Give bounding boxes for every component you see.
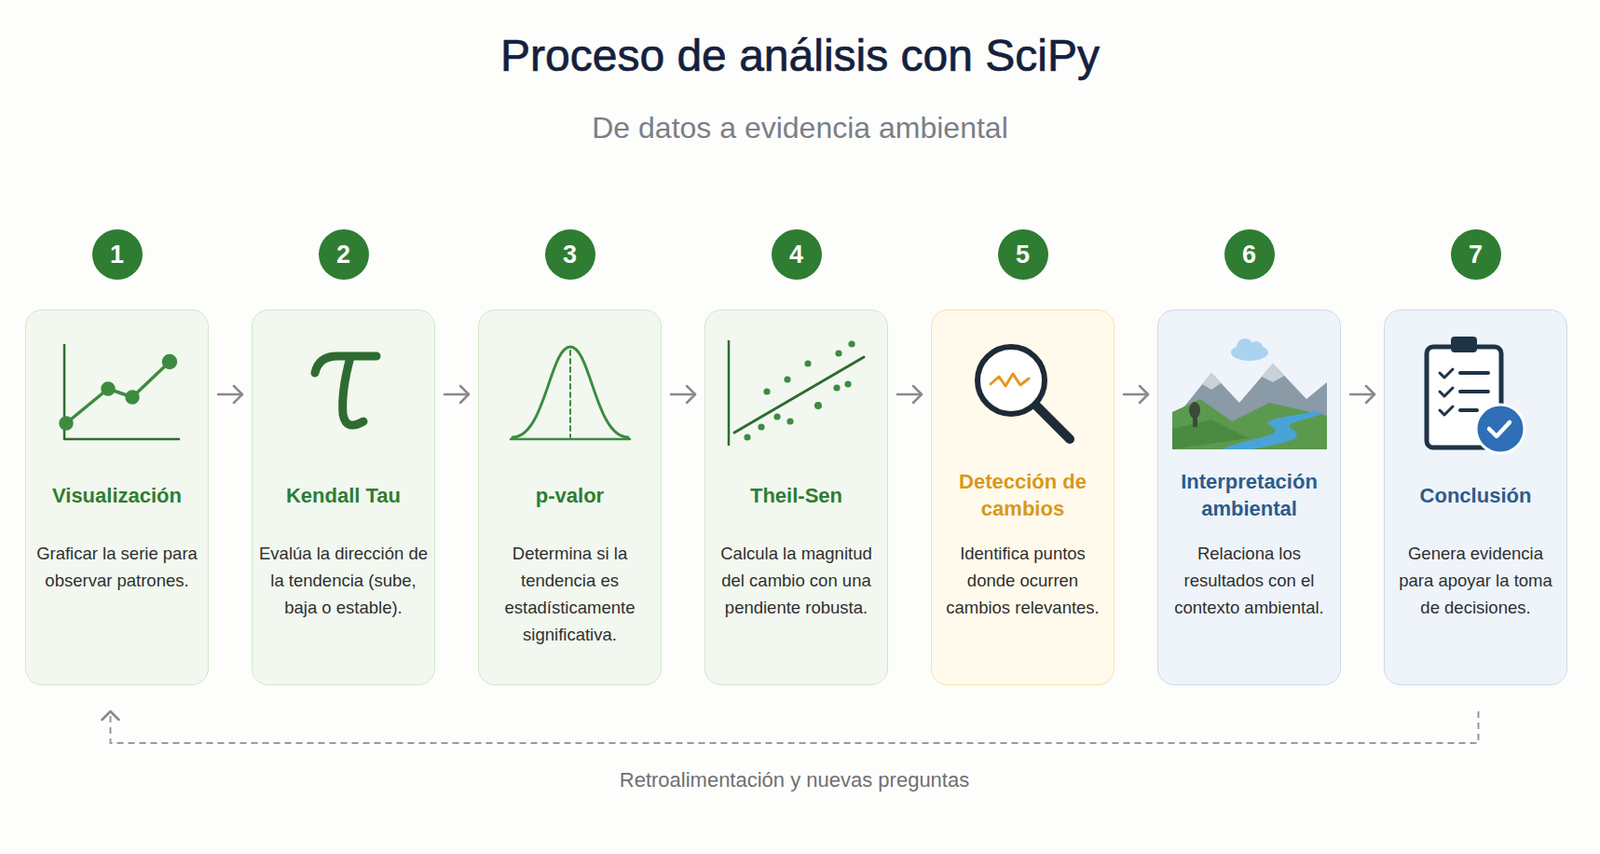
- feedback-label: Retroalimentación y nuevas preguntas: [619, 766, 970, 794]
- card-heading: Detección de cambios: [935, 466, 1110, 523]
- bell-curve-icon: [510, 346, 630, 439]
- step-number: 2: [336, 240, 351, 270]
- step-number-circle: 7: [1450, 229, 1502, 280]
- process-card: VisualizaciónGraficar la serie para obse…: [25, 309, 209, 685]
- step-number: 3: [562, 240, 577, 270]
- card-heading: Visualización: [29, 466, 205, 523]
- magnifier-icon: [977, 346, 1070, 439]
- card-description: Genera evidencia para apoyar la toma de …: [1389, 539, 1562, 621]
- flow-arrow-line: [444, 393, 469, 397]
- title: Proceso de análisis con SciPy: [0, 27, 1600, 84]
- card-heading: Theil-Sen: [709, 466, 884, 523]
- arrow-head: [102, 711, 120, 720]
- flow-connector: [1350, 385, 1375, 403]
- card-description: Graficar la serie para observar patrones…: [30, 539, 204, 594]
- subtitle: De datos a evidencia ambiental: [0, 109, 1600, 146]
- landscape-icon: [1172, 338, 1327, 450]
- step-number: 4: [789, 240, 804, 270]
- step-number-circle: 2: [318, 229, 370, 280]
- card-description: Identifica puntos donde ocurren cambios …: [936, 539, 1109, 621]
- flow-connector: [444, 385, 469, 403]
- flow-connector: [1123, 385, 1149, 403]
- arrow-head: [233, 385, 243, 403]
- process-card: p-valorDetermina si la tendencia es esta…: [478, 309, 662, 685]
- card-description: Relaciona los resultados con el contexto…: [1162, 539, 1336, 621]
- feedback-dashed-line: [110, 711, 1479, 743]
- scatter-trend-icon: [728, 340, 864, 446]
- step-number: 5: [1015, 240, 1030, 270]
- card-description: Determina si la tendencia es estadística…: [483, 539, 657, 648]
- card-description: Evalúa la dirección de la tendencia (sub…: [257, 539, 430, 621]
- process-card: Interpretación ambientalRelaciona los re…: [1157, 309, 1341, 685]
- step-number-circle: 5: [998, 229, 1049, 280]
- arrow-head: [913, 385, 922, 403]
- card-heading: Kendall Tau: [256, 466, 431, 523]
- flow-connector: [102, 711, 1479, 743]
- flow-arrow-line: [1350, 393, 1375, 397]
- flow-arrow-line: [670, 393, 696, 397]
- step-number-circle: 1: [92, 229, 143, 280]
- card-heading: Conclusión: [1388, 466, 1563, 523]
- process-card: ConclusiónGenera evidencia para apoyar l…: [1383, 309, 1568, 685]
- card-description: Calcula la magnitud del cambio con una p…: [710, 539, 883, 621]
- card-heading: Interpretación ambiental: [1162, 466, 1337, 523]
- step-number: 7: [1468, 240, 1483, 270]
- process-card: Kendall TauEvalúa la dirección de la ten…: [251, 309, 436, 685]
- flow-arrow-line: [1123, 393, 1149, 397]
- process-card: Theil-SenCalcula la magnitud del cambio …: [704, 309, 889, 685]
- step-number: 6: [1242, 240, 1257, 270]
- step-number-circle: 6: [1224, 229, 1275, 280]
- arrow-head: [686, 385, 696, 403]
- tau-symbol-icon: [314, 355, 377, 425]
- step-number-circle: 3: [545, 229, 596, 280]
- flow-connector: [218, 385, 243, 403]
- arrow-head: [460, 385, 469, 403]
- flow-arrow-line: [897, 393, 922, 397]
- line-chart-icon: [60, 344, 179, 439]
- flow-connector: [897, 385, 922, 403]
- arrow-head: [1139, 385, 1149, 403]
- step-number-circle: 4: [771, 229, 822, 280]
- arrow-head: [1366, 385, 1375, 403]
- flow-arrow-line: [218, 393, 243, 397]
- flow-connector: [670, 385, 696, 403]
- process-card: Detección de cambiosIdentifica puntos do…: [930, 309, 1115, 685]
- clipboard-icon: [1426, 336, 1525, 453]
- card-heading: p-valor: [482, 466, 657, 523]
- step-number: 1: [109, 240, 124, 270]
